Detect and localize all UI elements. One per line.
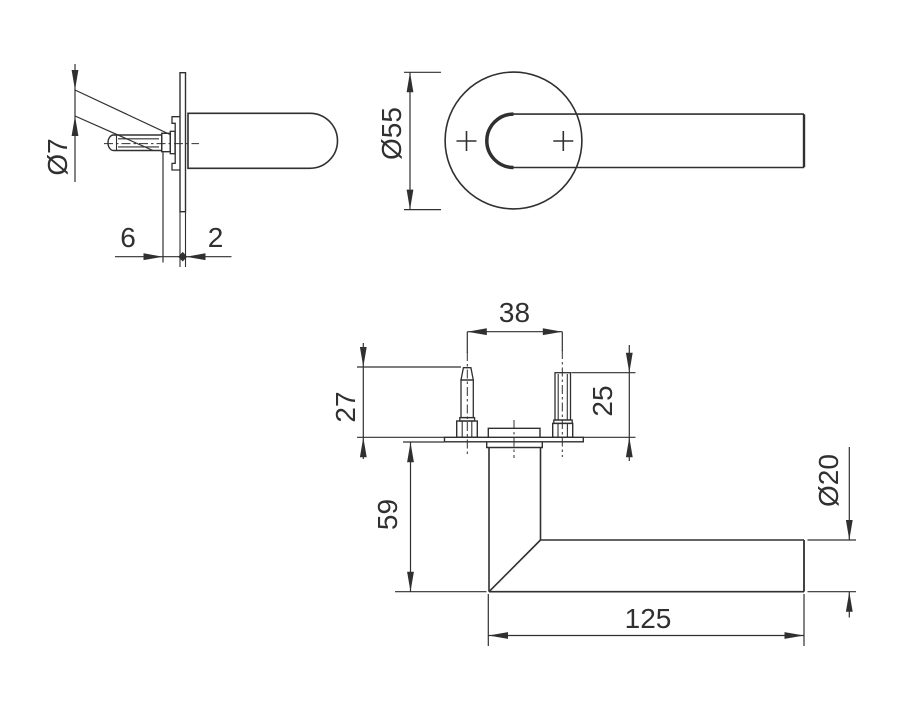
handle-neck-profile xyxy=(187,112,339,170)
dim-label-rosette-diameter: Ø55 xyxy=(376,107,407,160)
arrowhead xyxy=(407,571,414,592)
spindle-pin xyxy=(456,352,479,457)
arrowhead xyxy=(406,189,414,210)
arrowhead xyxy=(71,70,79,90)
dim-label-rosette-thickness: 2 xyxy=(208,222,224,253)
bend-miter-line xyxy=(488,539,542,593)
arrowhead xyxy=(186,253,206,261)
leader-line xyxy=(74,89,171,136)
dim-label-fixing-spacing: 38 xyxy=(499,297,530,328)
dim-label-spindle-diameter: Ø7 xyxy=(42,138,73,175)
dim-label-screw-projection: 25 xyxy=(587,385,618,416)
rosette-edge-profile xyxy=(179,71,187,213)
dim-label-handle-depth: 59 xyxy=(372,499,403,530)
top-view: 38 27 25 59 xyxy=(330,297,856,646)
dim-label-spindle-projection: 27 xyxy=(330,391,361,422)
grip-end-arc xyxy=(485,112,514,170)
dim-rosette-diameter: Ø55 xyxy=(376,71,441,211)
arrowhead xyxy=(467,328,487,336)
rosette-outline xyxy=(444,71,583,210)
fixing-hole-cross xyxy=(553,131,574,151)
screw-washer xyxy=(169,130,176,155)
arrowhead xyxy=(143,253,163,261)
dim-screw-projection: 25 xyxy=(571,345,636,461)
dim-label-grip-diameter: Ø20 xyxy=(813,454,844,507)
fixing-screw xyxy=(552,350,574,457)
arrowhead xyxy=(71,116,79,136)
fixing-bracket xyxy=(171,116,180,171)
screw-nut xyxy=(160,132,171,153)
fixing-hole-cross xyxy=(456,131,477,151)
leader-line xyxy=(74,115,154,152)
arrowhead xyxy=(406,72,414,93)
arrowhead xyxy=(784,632,804,639)
arrowhead xyxy=(845,520,853,540)
spindle-nut xyxy=(456,420,479,438)
spindle-screw xyxy=(104,116,199,171)
dim-label-handle-length: 125 xyxy=(625,603,672,634)
handle-outline xyxy=(488,447,805,593)
dim-backset-thickness: 6 2 xyxy=(115,152,232,267)
arrowhead xyxy=(625,352,633,373)
dimension-diamond xyxy=(178,251,188,262)
neck-collar xyxy=(486,441,543,449)
arrowhead xyxy=(542,328,563,336)
arrowhead xyxy=(359,437,367,458)
front-view: Ø55 xyxy=(376,71,806,211)
dim-spindle-diameter: Ø7 xyxy=(42,64,171,182)
arrowhead xyxy=(407,442,414,463)
dim-spindle-projection: 27 xyxy=(330,343,461,459)
side-view: Ø7 6 2 xyxy=(42,64,339,267)
arrowhead xyxy=(625,437,633,458)
arrowhead xyxy=(488,632,508,639)
dim-fixing-spacing: 38 xyxy=(466,297,563,353)
dim-handle-length: 125 xyxy=(487,594,805,646)
arrowhead xyxy=(845,591,853,612)
dim-grip-diameter: Ø20 xyxy=(807,447,856,618)
arrowhead xyxy=(359,347,367,367)
screw-body-outline xyxy=(107,134,163,152)
dim-label-backset: 6 xyxy=(120,222,136,253)
dim-handle-depth: 59 xyxy=(372,441,487,593)
